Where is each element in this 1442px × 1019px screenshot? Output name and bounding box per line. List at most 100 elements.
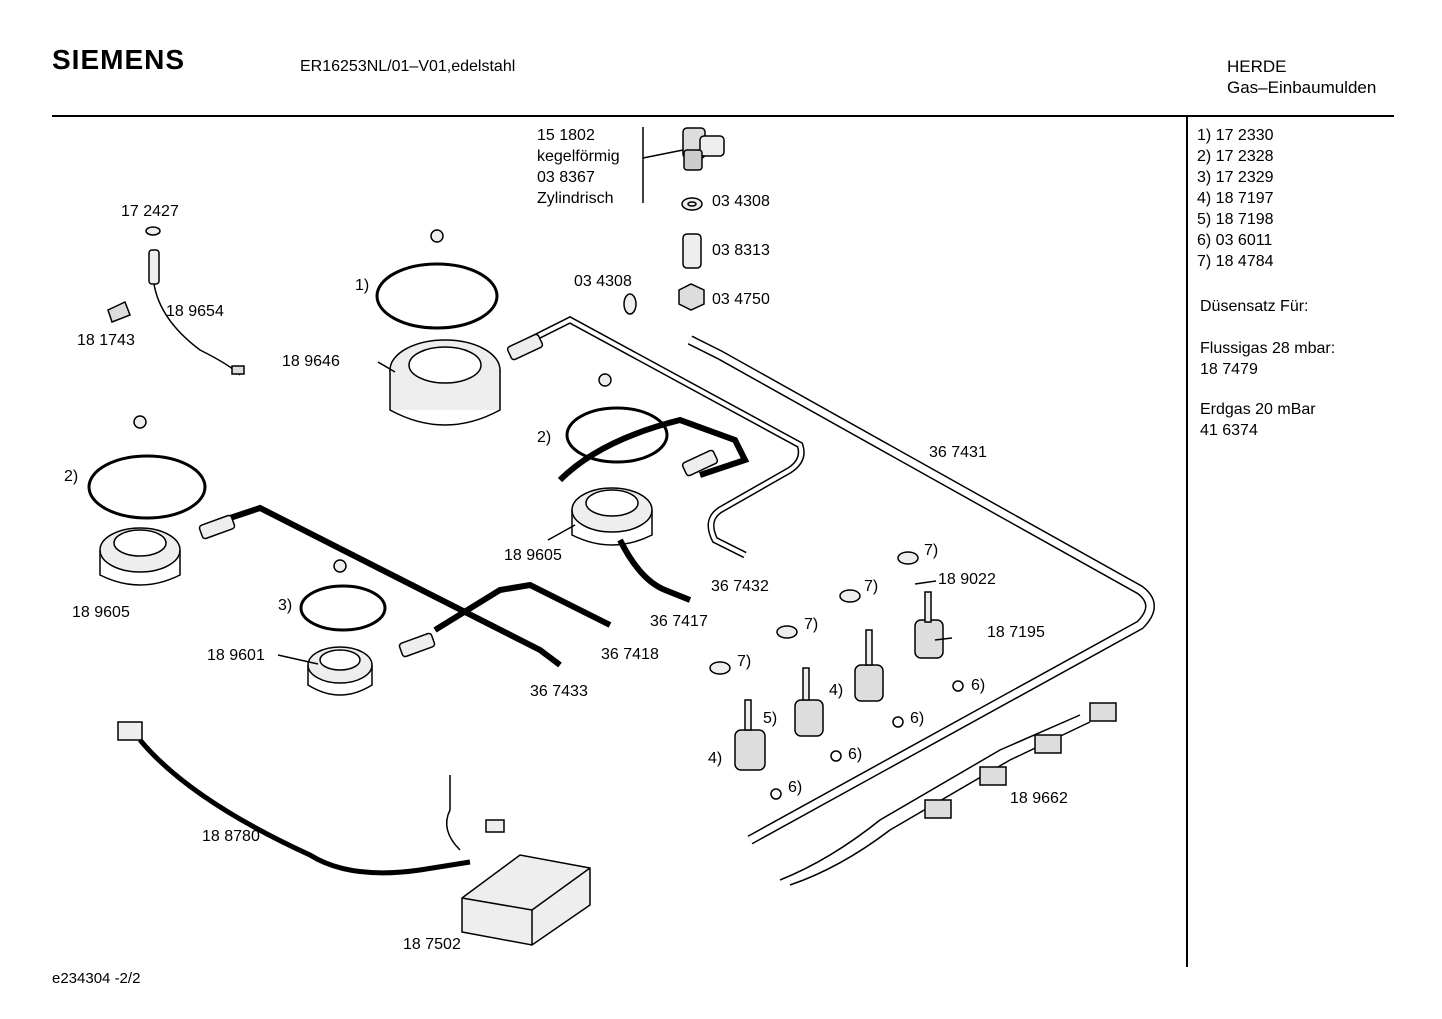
switch-harness-wire (789, 721, 1091, 886)
ref-label: 4) (829, 682, 844, 699)
washer-icon (681, 197, 703, 211)
part-label: 18 9646 (282, 353, 340, 370)
heat-shield-ring-1 (375, 262, 499, 330)
switch-harness-wire (779, 714, 1081, 881)
model-title: ER16253NL/01–V01,edelstahl (300, 58, 516, 75)
leader-line (547, 524, 576, 541)
screw-icon (598, 373, 612, 387)
part-label: 18 1743 (77, 332, 135, 349)
part-label: 17 2427 (121, 203, 179, 220)
pipe-fitting-icon (198, 514, 236, 540)
nozzle-lpg-part: 18 7479 (1200, 361, 1258, 378)
part-label: 18 9601 (207, 647, 265, 664)
thermocouple-icon (148, 249, 160, 285)
o-ring-icon (830, 750, 842, 762)
gas-valve-icon (854, 629, 884, 702)
leader-line (642, 149, 684, 159)
ref-label: 2) (64, 468, 79, 485)
part-label: 18 9654 (166, 303, 224, 320)
screw-icon (333, 559, 347, 573)
part-label: 36 7432 (711, 578, 769, 595)
ignition-switch-icon (979, 766, 1007, 786)
washer-hole (687, 201, 697, 207)
ref-label: 6) (971, 677, 986, 694)
pipe-fitting-icon (398, 632, 436, 658)
cable-connector-icon (117, 721, 143, 741)
ignition-cable-branch (445, 775, 461, 851)
knob-icon (839, 589, 861, 603)
note-line-1: 15 1802 (537, 127, 595, 144)
legend-row: 6) 03 6011 (1197, 232, 1273, 249)
ref-label: 5) (763, 710, 778, 727)
terminal-icon (231, 365, 245, 375)
leader-line (914, 580, 937, 585)
nozzle-lpg: Flussigas 28 mbar: 18 7479 (1200, 338, 1335, 380)
note-line-2: kegelförmig (537, 148, 620, 165)
heat-shield-ring-4 (299, 584, 387, 632)
part-label: 18 9605 (504, 547, 562, 564)
connector-note: 15 1802 kegelförmig 03 8367 Zylindrisch (537, 125, 620, 209)
knob-icon (897, 551, 919, 565)
part-label: 18 9662 (1010, 790, 1068, 807)
nozzle-ng-label: Erdgas 20 mBar (1200, 401, 1316, 418)
ref-label: 6) (788, 779, 803, 796)
ref-label: 4) (708, 750, 723, 767)
bracket-icon (107, 300, 131, 323)
nozzle-set-title: Düsensatz Für: (1200, 298, 1309, 315)
header-divider (52, 115, 1394, 117)
knob-icon (709, 661, 731, 675)
reference-legend: 1) 17 2330 2) 17 2328 3) 17 2329 4) 18 7… (1197, 125, 1274, 272)
ref-label: 2) (537, 429, 552, 446)
gas-valve-icon (794, 667, 824, 737)
nut-icon (678, 283, 705, 311)
legend-row: 1) 17 2330 (1197, 127, 1274, 144)
ref-label: 7) (864, 578, 879, 595)
burner-4-pipe (433, 581, 612, 633)
part-label: 03 4750 (712, 291, 770, 308)
nozzle-lpg-label: Flussigas 28 mbar: (1200, 340, 1336, 357)
screw-icon (133, 415, 147, 429)
ignition-cable (138, 738, 471, 876)
category-line-2: Gas–Einbaumulden (1227, 78, 1377, 97)
part-label: 18 7195 (987, 624, 1045, 641)
part-label: 36 7418 (601, 646, 659, 663)
part-label: 36 7417 (650, 613, 708, 630)
ref-label: 6) (848, 746, 863, 763)
note-line-4: Zylindrisch (537, 190, 614, 207)
leader-line (934, 637, 953, 641)
part-label: 36 7431 (929, 444, 987, 461)
burner-housing-3 (99, 527, 181, 586)
o-ring-icon (892, 716, 904, 728)
clip-icon (145, 226, 161, 236)
leader-line (277, 654, 319, 665)
nozzle-ng: Erdgas 20 mBar 41 6374 (1200, 399, 1316, 441)
ignition-switch-icon (924, 799, 952, 819)
part-label: 03 4308 (712, 193, 770, 210)
legend-row: 5) 18 7198 (1197, 211, 1274, 228)
part-label: 18 7502 (403, 936, 461, 953)
cable-plug-icon (485, 819, 505, 833)
ref-label: 7) (804, 616, 819, 633)
burner-1-pipe-inner (529, 317, 804, 557)
burner-2-pipe-b (617, 538, 692, 603)
main-gas-pipe-inner (688, 336, 1154, 844)
seal-ring-icon (623, 293, 637, 315)
spark-generator-icon (461, 854, 591, 946)
category-line-1: HERDE (1227, 57, 1287, 76)
gas-valve-icon (734, 699, 766, 771)
pipe-fitting-icon (681, 449, 719, 477)
ref-label: 3) (278, 597, 293, 614)
nozzle-adapter-icon (682, 233, 702, 269)
brand-logo: SIEMENS (52, 44, 186, 75)
part-label: 03 8313 (712, 242, 770, 259)
part-label: 18 9022 (938, 571, 996, 588)
leader-line (377, 361, 396, 373)
heat-shield-ring-2 (565, 406, 669, 464)
document-id: e234304 -2/2 (52, 970, 141, 987)
gas-valve-icon (914, 591, 944, 659)
nozzle-ng-part: 41 6374 (1200, 422, 1258, 439)
elbow-connector-icon (682, 127, 725, 171)
part-label: 36 7433 (530, 683, 588, 700)
legend-row: 3) 17 2329 (1197, 169, 1274, 186)
